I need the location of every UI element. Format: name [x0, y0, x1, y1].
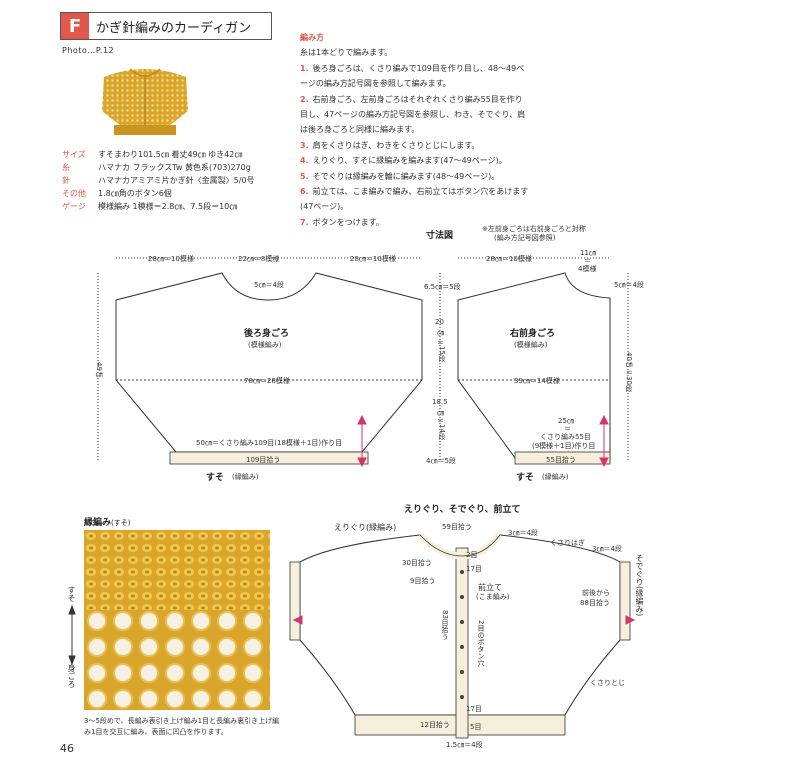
- instruction-step: 4.えりぐり、すそに縁編みを編みます(47～49ページ)。: [300, 156, 507, 166]
- back-chain-start: 50㎝＝くさり編み109目(18模様＋1目)作り目: [196, 439, 343, 447]
- front-hem-pattern: (縁編み): [542, 473, 569, 481]
- back-hem-label: すそ: [206, 473, 225, 483]
- armhole-eq: ＝: [437, 339, 444, 347]
- hem-rows: 4㎝＝5段: [426, 457, 456, 465]
- armhole-cm: 20: [435, 318, 444, 326]
- instruction-step: 1.後ろ身ごろは、くさり編みで109目を作り目し、48～49ページの編み方記号図…: [300, 63, 525, 89]
- sleeve-label: そでぐり(縁編み): [635, 554, 644, 617]
- front-hem-band: [514, 451, 611, 465]
- front-height-cm: 40㎝: [625, 352, 633, 368]
- back-body-pattern: (模様編み): [248, 341, 282, 349]
- front-hem-label: すそ: [516, 473, 535, 483]
- page-number: 46: [60, 742, 74, 755]
- back-hem-pick: 109目拾う: [246, 456, 281, 464]
- pattern-title-box: F かぎ針編みのカーディガン: [60, 12, 272, 40]
- cardigan-photo: [102, 68, 188, 135]
- sleeve-pick-2: 88目拾う: [580, 599, 610, 607]
- instructions-intro: 糸は1本どりで編みます。: [300, 48, 393, 58]
- pick-83: 83目拾う: [441, 610, 449, 640]
- diagram-note: ※左前身ごろは右前身ごろと対称: [482, 225, 586, 233]
- instructions-heading: 編み方: [300, 33, 324, 42]
- assembly-title: えりぐり、そでぐり、前立て: [404, 505, 521, 515]
- back-hem-pattern: (縁編み): [232, 473, 259, 481]
- front-body-pattern: (模様編み): [514, 341, 548, 349]
- rows-17: 17目: [466, 565, 482, 573]
- spec-row: 糸ハマナカ フラックスTw 黄色系(703)270g: [62, 163, 251, 172]
- collar-pick: 59目拾う: [442, 523, 472, 531]
- back-dim-right: 28㎝＝10模様: [350, 255, 396, 263]
- pick-9: 9目拾う: [410, 577, 436, 585]
- collar-label: えりぐり(縁編み): [334, 523, 397, 532]
- spec-row: 針ハマナカアミアミ片かぎ針〈金属製〉5/0号: [62, 176, 255, 185]
- front-dim-top: 28㎝＝10模様: [486, 255, 532, 263]
- instruction-step: 2.右前身ごろ、左前身ごろはそれぞれくさり編み55目を作り目し、47ページの編み…: [300, 94, 526, 135]
- front-chain-start: くさり編み55目: [540, 433, 591, 441]
- instruction-step: 6.前立ては、こま編みで編み、右前立てはボタン穴をあけます(47ページ)。: [300, 187, 529, 212]
- back-height: 49㎝: [95, 362, 103, 378]
- front-band-pattern: (こま編み): [476, 593, 510, 601]
- back-width: 78㎝＝28模様: [244, 377, 290, 385]
- front-height-eq: ＝: [626, 369, 633, 377]
- back-body-outline: [115, 272, 423, 453]
- front-hem-pick: 55目拾う: [546, 456, 576, 464]
- pick-30: 30目拾う: [402, 559, 432, 567]
- sleeve-rows: 3㎝＝4段: [592, 545, 622, 553]
- instruction-step: 3.肩をくさりはぎ、わきをくさりとじにします。: [300, 140, 480, 150]
- front-neck-eq: ＝: [584, 257, 591, 265]
- shoulder-dim: 6.5㎝＝5段: [424, 283, 461, 291]
- spec-row: サイズすそまわり101.5㎝ 着丈49㎝ ゆき42㎝: [62, 150, 243, 159]
- armhole-unit: ㎝: [437, 329, 444, 337]
- band-width: 1.5㎝＝4段: [446, 741, 483, 749]
- side-cm: 18.5: [432, 398, 448, 406]
- front-band-label: 前立て: [478, 583, 502, 592]
- front-chain-detail: (9模様＋1目)作り目: [532, 442, 596, 450]
- back-neck-depth: 5㎝＝4段: [254, 281, 284, 289]
- instructions: 編み方 糸は1本どりで編みます。 1.後ろ身ごろは、くさり編みで109目を作り目…: [300, 30, 530, 230]
- pattern-letter: F: [61, 13, 89, 39]
- photo-reference: Photo…P.12: [62, 46, 115, 55]
- front-neck-cm: 11㎝: [580, 249, 596, 257]
- specs-list: サイズすそまわり101.5㎝ 着丈49㎝ ゆき42㎝ 糸ハマナカ フラックスTw…: [62, 148, 255, 213]
- edge-detail-photo: [84, 530, 270, 710]
- diagram-note-2: (編み方記号図参照): [494, 234, 556, 242]
- pick-12: 12目拾う: [420, 721, 450, 729]
- back-dim-mid: 22㎝＝8模様: [238, 255, 280, 263]
- front-chain-eq: ＝: [564, 425, 571, 433]
- edge-arrow-top-label: すそ: [67, 586, 76, 602]
- spec-row: ゲージ模様編み 1模様＝2.8㎝、7.5段＝10㎝: [62, 202, 238, 211]
- front-chain-cm: 25㎝: [558, 417, 574, 425]
- side-eq: ＝: [437, 417, 444, 425]
- side-join: くさりとじ: [590, 679, 625, 687]
- rows-5: 5目: [470, 723, 482, 731]
- edge-detail-title: 縁編み(すそ): [84, 518, 131, 528]
- instruction-step: 5.そでぐりは縁編みを輪に編みます(48～49ページ)。: [300, 171, 500, 181]
- side-unit: ㎝: [437, 409, 444, 417]
- front-neck-depth: 5㎝＝4段: [614, 281, 644, 289]
- edge-arrow-bottom-label: 身ごろ: [67, 664, 76, 688]
- rows-17b: 17目: [466, 705, 482, 713]
- back-dim-left: 28㎝＝10模様: [148, 255, 194, 263]
- pattern-title: かぎ針編みのカーディガン: [96, 20, 252, 36]
- instruction-step: 7.ボタンをつけます。: [300, 217, 384, 227]
- back-hem-band: [169, 451, 369, 465]
- front-width: 39㎝＝14模様: [514, 377, 560, 385]
- front-neck-pattern: 4模様: [578, 265, 597, 273]
- front-height-rows: 30段: [625, 376, 633, 392]
- shoulder-join: くさりはぎ: [550, 539, 585, 547]
- back-body-name: 後ろ身ごろ: [244, 329, 290, 339]
- collar-rows: 3㎝＝4段: [508, 529, 538, 537]
- button-hole: 2目のボタン穴: [477, 620, 485, 667]
- sleeve-pick-1: 前後から: [582, 589, 610, 597]
- armhole-rows: 15段: [438, 346, 446, 362]
- size-diagram-title: 寸法図: [426, 231, 454, 241]
- front-body-name: 右前身ごろ: [510, 329, 556, 339]
- side-rows: 14段: [438, 424, 446, 440]
- edge-detail-caption: 3～5段めで、長編み表引き上げ編み1目と長編み裏引き上げ編み1目を交互に編み、表…: [84, 717, 280, 736]
- rows-2: 2目: [466, 551, 478, 559]
